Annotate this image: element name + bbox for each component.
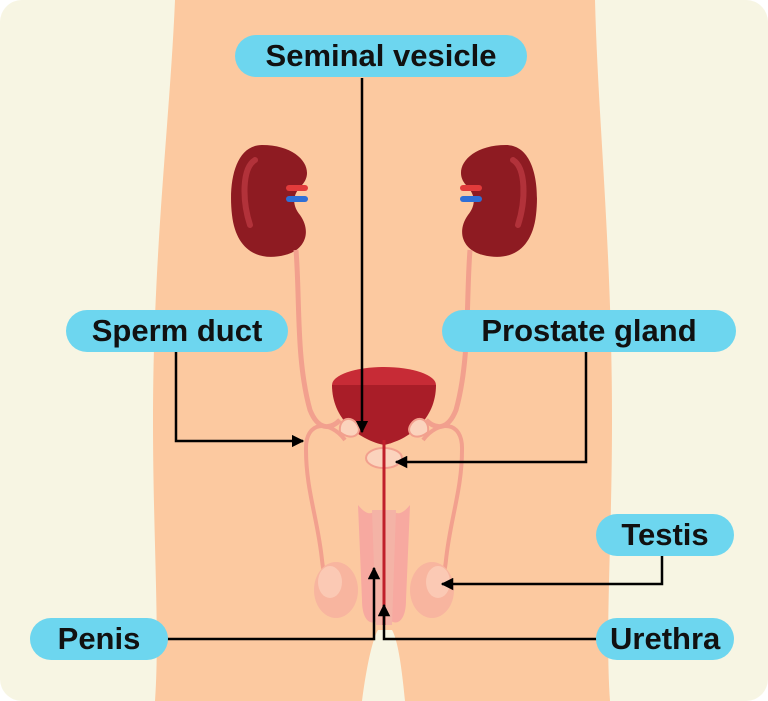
seminal-vesicle-shape-right: [408, 417, 430, 438]
sperm-duct-arrow: [174, 352, 305, 448]
label-penis: Penis: [30, 618, 168, 660]
label-sperm-duct: Sperm duct: [66, 310, 288, 352]
label-seminal-vesicle: Seminal vesicle: [235, 35, 527, 77]
left-testis: [314, 562, 358, 618]
left-kidney: [231, 145, 308, 257]
label-urethra: Urethra: [596, 618, 734, 660]
left-renal-artery: [286, 185, 308, 191]
right-kidney: [460, 145, 537, 257]
penis-arrow: [165, 566, 381, 641]
left-renal-vein: [286, 196, 308, 202]
right-renal-vein: [460, 196, 482, 202]
right-renal-artery: [460, 185, 482, 191]
leader-lines: [165, 78, 664, 641]
urethra-arrow: [377, 603, 598, 641]
seminal-vesicle-shape: [338, 417, 360, 438]
prostate-gland-arrow: [394, 352, 588, 469]
label-prostate-gland: Prostate gland: [442, 310, 736, 352]
right-testis: [410, 562, 454, 618]
label-testis: Testis: [596, 514, 734, 556]
testis-arrow: [440, 555, 664, 591]
